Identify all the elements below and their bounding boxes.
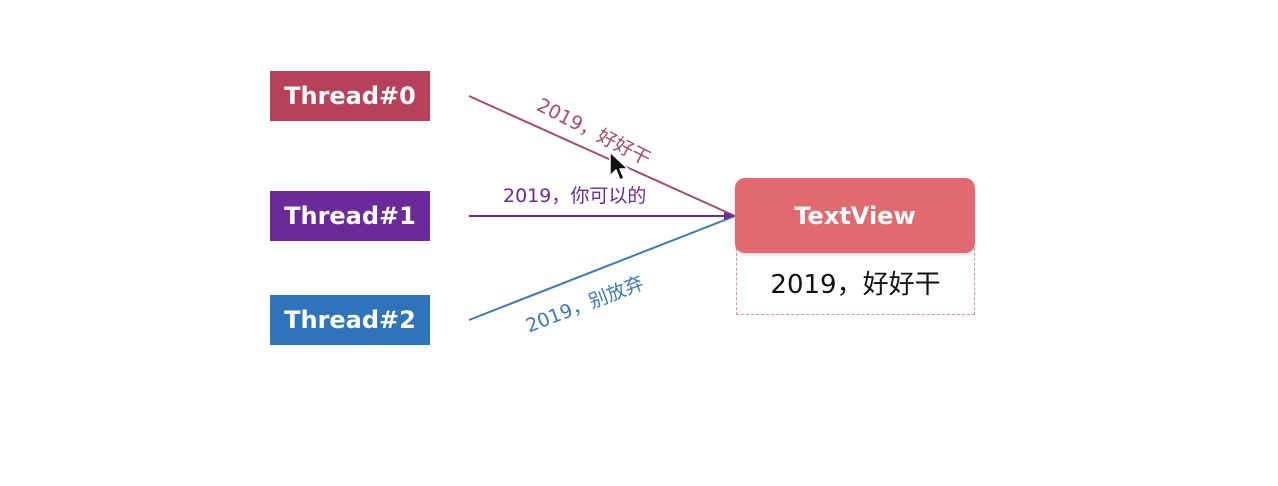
edge-thread-2 <box>468 215 736 321</box>
thread-box-2: Thread#2 <box>270 295 430 345</box>
textview-box: TextView <box>735 178 975 253</box>
mouse-pointer-icon <box>609 151 629 181</box>
edge-thread-0 <box>468 95 736 217</box>
thread-box-1: Thread#1 <box>270 191 430 241</box>
thread-box-0: Thread#0 <box>270 71 430 121</box>
edge-label-thread-1: 2019，你可以的 <box>503 185 647 207</box>
textview-output: 2019，好好干 <box>736 248 975 315</box>
